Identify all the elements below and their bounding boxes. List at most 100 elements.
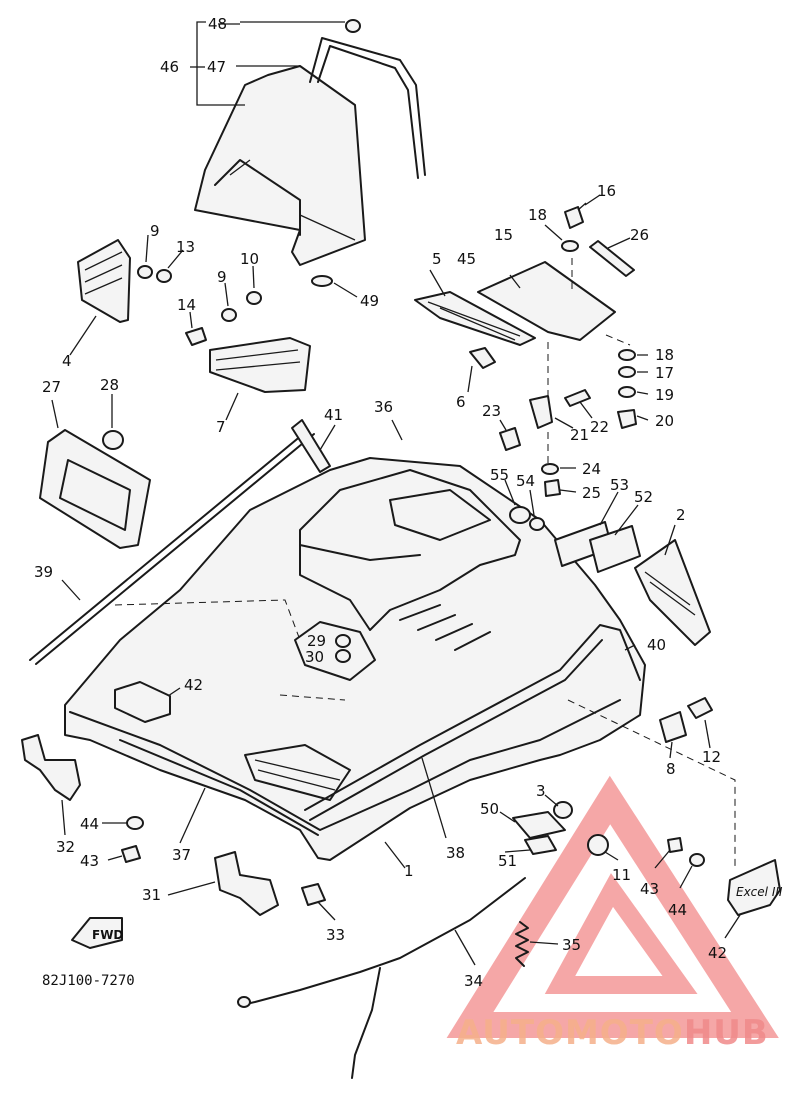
part-49-washer [311,275,333,287]
callout-labels: 48 46 47 16 18 26 15 5 45 9 13 9 10 49 1… [34,15,727,990]
watermark-inner-triangle [544,873,698,994]
label-6: 6 [456,393,466,411]
label-42a: 42 [184,676,203,694]
part-42a-badge [114,681,171,723]
label-40: 40 [647,636,666,654]
label-10: 10 [240,250,259,268]
label-3: 3 [536,782,546,800]
label-22: 22 [590,418,609,436]
part-55-grommet [509,506,531,524]
part-35-spring [515,921,529,967]
part-44a-washer [126,816,144,830]
label-49: 49 [360,292,379,310]
emblem-text: Excel III [736,885,783,899]
part-30-grommet [335,649,351,663]
label-34: 34 [464,972,483,990]
part-40-molding [304,624,641,811]
label-53: 53 [610,476,629,494]
part-9a-nut [137,265,153,279]
label-41: 41 [324,406,343,424]
part-11-grommet [587,834,609,856]
label-26: 26 [630,226,649,244]
watermark-text: AUTOMOTOHUB [456,1013,769,1053]
label-14: 14 [177,296,196,314]
fwd-arrow [71,917,123,949]
label-17: 17 [655,364,674,382]
label-18a: 18 [528,206,547,224]
label-23: 23 [482,402,501,420]
label-43b: 43 [640,880,659,898]
part-32-hinge [21,734,81,801]
label-32: 32 [56,838,75,856]
label-16: 16 [597,182,616,200]
part-43b-clip [667,837,683,853]
label-24: 24 [582,460,601,478]
leader-lines [51,23,741,966]
part-4-guard [77,239,131,323]
label-46: 46 [160,58,179,76]
label-5: 5 [432,250,442,268]
label-52: 52 [634,488,653,506]
part-48-clip [345,19,361,33]
part-7-guard [209,337,311,393]
label-20: 20 [655,412,674,430]
label-33: 33 [326,926,345,944]
label-31: 31 [142,886,161,904]
label-54: 54 [516,472,535,490]
part-17-washer [618,366,636,378]
label-13: 13 [176,238,195,256]
part-21-bracket [529,395,553,429]
label-39: 39 [34,563,53,581]
label-19: 19 [655,386,674,404]
label-50: 50 [480,800,499,818]
part-10-nut [246,291,262,305]
part-3-grommet [553,801,573,819]
part-29-grommet [335,634,351,648]
part-42b-emblem [727,859,781,916]
watermark-logo [446,775,779,1038]
label-9b: 9 [217,268,227,286]
part-34-cable [241,877,526,1006]
label-47: 47 [207,58,226,76]
part-44b-washer [689,853,705,867]
part-6-bracket [469,347,496,369]
windshield-molding [309,37,426,179]
part-41-tube [291,419,331,473]
part-9b-nut [221,308,237,322]
label-2: 2 [676,506,686,524]
label-30: 30 [305,648,324,666]
part-15-plate [477,261,616,341]
label-28: 28 [100,376,119,394]
part-33-grommet [301,883,326,906]
part-12-screw [687,697,713,719]
part-8-grommet [659,711,687,743]
label-12: 12 [702,748,721,766]
part-22-bolt [564,389,591,407]
cable-end-left [237,996,251,1008]
label-18b: 18 [655,346,674,364]
part-54-washer [529,517,545,531]
part-23-grommet [499,427,521,451]
part-51-bracket [524,835,557,855]
label-44a: 44 [80,815,99,833]
label-45: 45 [457,250,476,268]
label-21: 21 [570,426,589,444]
label-43a: 43 [80,852,99,870]
part-26-bar [589,240,635,277]
label-15: 15 [494,226,513,244]
part-16-plug [564,206,584,229]
part-24-washer [541,463,559,475]
part-39-rod [29,429,309,661]
watermark-triangle [446,775,779,1038]
part-29-30-plate [294,621,376,681]
part-50-pad [512,811,566,839]
label-8: 8 [666,760,676,778]
label-1: 1 [404,862,414,880]
part-19-washer [618,386,636,398]
part-27-panel [39,429,151,549]
part-14-screw [185,327,207,346]
part-20-grommet [617,409,637,429]
label-27: 27 [42,378,61,396]
